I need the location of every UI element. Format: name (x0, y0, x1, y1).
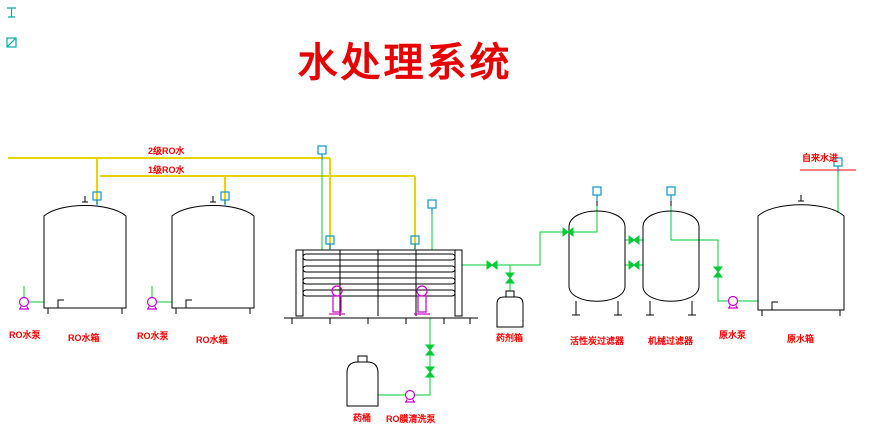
pipe-label-1st-stage-ro: 1级RO水 (148, 165, 185, 175)
ro-tank-2-shape (171, 196, 255, 314)
ro-tank-1-shape (43, 196, 127, 314)
label-raw-tank: 原水箱 (787, 334, 815, 344)
valve-icon (562, 227, 574, 237)
raw-pump-icon (727, 295, 739, 309)
ro-pump-1-icon (18, 296, 30, 310)
pipe-label-tap-water-in: 自来水进 (802, 153, 839, 163)
valve-icon (628, 260, 640, 270)
label-ro-tank-1: RO水箱 (68, 333, 100, 343)
valve-icon (486, 260, 498, 270)
valve-icon (505, 272, 515, 284)
instrument-icon (427, 199, 437, 215)
label-ro-membrane-cleaning-pump: RO膜清洗泵 (386, 414, 436, 424)
valve-icon (628, 235, 640, 245)
label-mechanical-filter: 机械过滤器 (648, 336, 694, 346)
carbon-filter-shape (568, 198, 626, 316)
label-dosing-tank: 药剂箱 (496, 333, 524, 343)
instrument-icon (666, 186, 676, 202)
valve-icon (425, 344, 435, 356)
label-ro-pump-2: RO水泵 (137, 331, 169, 341)
cleaning-pump-icon (404, 389, 416, 403)
ro-pump-2-icon (146, 296, 158, 310)
ro-membrane-skid-shape (284, 249, 478, 324)
chem-barrel-shape (346, 355, 379, 407)
label-ro-pump-1: RO水泵 (9, 330, 41, 340)
ro-product-pipes (8, 157, 416, 250)
valve-icon (425, 366, 435, 378)
valve-symbols (425, 227, 723, 378)
dosing-tank-shape (496, 290, 524, 328)
label-chem-barrel: 药桶 (353, 413, 372, 423)
pipe-label-2nd-stage-ro: 2级RO水 (148, 146, 185, 156)
drawing-title: 水处理系统 (297, 40, 513, 85)
label-carbon-filter: 活性炭过滤器 (570, 336, 625, 346)
label-ro-tank-2: RO水箱 (196, 335, 228, 345)
cad-marker-icon (6, 7, 17, 48)
label-raw-pump: 原水泵 (719, 330, 747, 340)
raw-tank-shape (757, 195, 845, 316)
instrument-icon (592, 186, 602, 202)
process-pipes (23, 158, 839, 396)
valve-icon (713, 266, 723, 278)
instrument-symbols (92, 145, 843, 251)
